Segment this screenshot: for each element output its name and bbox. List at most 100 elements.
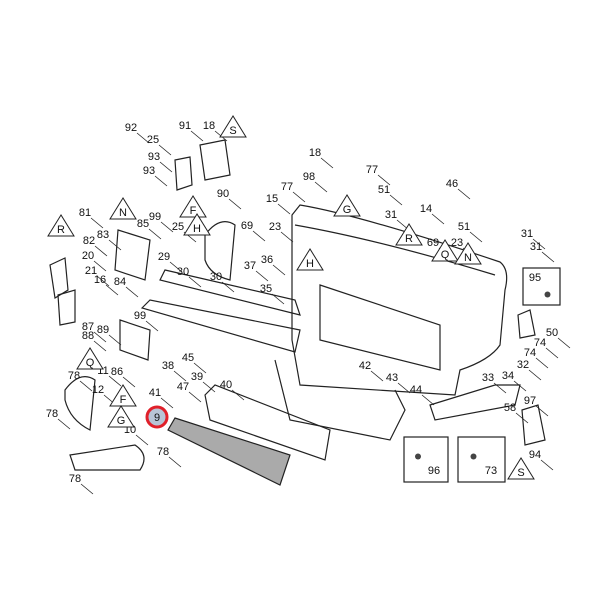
callout-23[interactable]: 23	[269, 221, 281, 233]
callout-78[interactable]: 78	[157, 446, 169, 458]
leader-line	[397, 382, 411, 394]
grille-front-frame	[274, 359, 406, 441]
triangle-R[interactable]: R	[47, 214, 75, 237]
leader-line	[148, 228, 162, 240]
callout-51[interactable]: 51	[458, 221, 470, 233]
callout-45[interactable]: 45	[182, 352, 194, 364]
callout-38[interactable]: 38	[162, 360, 174, 372]
triangle-H[interactable]: H	[296, 248, 324, 271]
callout-77[interactable]: 77	[366, 164, 378, 176]
callout-21[interactable]: 21	[85, 265, 97, 277]
callout-91[interactable]: 91	[179, 120, 191, 132]
callout-50[interactable]: 50	[546, 327, 558, 339]
callout-11[interactable]: 11	[97, 365, 108, 377]
callout-31[interactable]: 31	[385, 209, 397, 221]
callout-37[interactable]: 37	[244, 260, 256, 272]
triangle-H[interactable]: H	[183, 213, 211, 236]
callout-77[interactable]: 77	[281, 181, 293, 193]
callout-94[interactable]: 94	[529, 449, 541, 461]
callout-98[interactable]: 98	[303, 171, 315, 183]
callout-40[interactable]: 40	[220, 379, 232, 391]
callout-86[interactable]: 86	[111, 366, 123, 378]
callout-58[interactable]: 58	[504, 402, 516, 414]
callout-88[interactable]: 88	[82, 330, 94, 342]
callout-69[interactable]: 69	[427, 237, 439, 249]
callout-43[interactable]: 43	[386, 372, 398, 384]
triangle-F[interactable]: F	[179, 195, 207, 218]
callout-14[interactable]: 14	[420, 203, 432, 215]
leader-line	[193, 362, 207, 374]
triangle-Q[interactable]: Q	[431, 239, 459, 262]
callout-78[interactable]: 78	[46, 408, 58, 420]
left-bracket	[49, 257, 69, 299]
callout-42[interactable]: 42	[359, 360, 371, 372]
triangle-G[interactable]: G	[333, 194, 361, 217]
callout-82[interactable]: 82	[83, 235, 95, 247]
callout-30[interactable]: 30	[177, 266, 189, 278]
boxed-part-96[interactable]: 96	[403, 436, 449, 483]
highlighted-callout[interactable]: 9	[145, 405, 169, 429]
callout-25[interactable]: 25	[172, 221, 184, 233]
callout-99[interactable]: 99	[149, 211, 161, 223]
callout-41[interactable]: 41	[149, 387, 161, 399]
callout-32[interactable]: 32	[517, 359, 529, 371]
callout-30[interactable]: 30	[210, 271, 222, 283]
boxed-part-73[interactable]: 73	[457, 436, 506, 483]
callout-29[interactable]: 29	[158, 251, 170, 263]
callout-90[interactable]: 90	[217, 188, 229, 200]
callout-18[interactable]: 18	[309, 147, 321, 159]
callout-20[interactable]: 20	[82, 250, 94, 262]
callout-12[interactable]: 12	[92, 384, 104, 396]
callout-83[interactable]: 83	[97, 229, 109, 241]
callout-78[interactable]: 78	[68, 370, 80, 382]
callout-51[interactable]: 51	[378, 184, 390, 196]
triangle-label: Q	[86, 357, 95, 369]
leader-line	[96, 275, 110, 287]
callout-23[interactable]: 23	[451, 237, 463, 249]
leader-line	[135, 434, 149, 446]
callout-87[interactable]: 87	[82, 321, 94, 333]
callout-47[interactable]: 47	[177, 381, 189, 393]
callout-15[interactable]: 15	[266, 193, 278, 205]
part-box	[457, 436, 506, 483]
callout-69[interactable]: 69	[241, 220, 253, 232]
triangle-R[interactable]: R	[395, 223, 423, 246]
callout-89[interactable]: 89	[97, 324, 109, 336]
leader-line	[173, 370, 187, 382]
triangle-S[interactable]: S	[219, 115, 247, 138]
callout-31[interactable]: 31	[521, 228, 533, 240]
callout-33[interactable]: 33	[482, 372, 494, 384]
callout-93[interactable]: 93	[148, 151, 160, 163]
callout-78[interactable]: 78	[69, 473, 81, 485]
callout-74[interactable]: 74	[534, 337, 546, 349]
callout-93[interactable]: 93	[143, 165, 155, 177]
callout-99[interactable]: 99	[134, 310, 146, 322]
triangle-Q[interactable]: Q	[76, 347, 104, 370]
triangle-G[interactable]: G	[107, 405, 135, 428]
leader-line	[188, 391, 202, 403]
callout-97[interactable]: 97	[524, 395, 536, 407]
callout-39[interactable]: 39	[191, 371, 203, 383]
triangle-S[interactable]: S	[507, 457, 535, 480]
callout-25[interactable]: 25	[147, 134, 159, 146]
callout-16[interactable]: 16	[94, 274, 106, 286]
triangle-N[interactable]: N	[454, 242, 482, 265]
callout-36[interactable]: 36	[261, 254, 273, 266]
callout-31[interactable]: 31	[530, 241, 542, 253]
callout-34[interactable]: 34	[502, 370, 514, 382]
leader-line	[80, 483, 94, 495]
callout-84[interactable]: 84	[114, 276, 126, 288]
callout-44[interactable]: 44	[410, 384, 422, 396]
triangle-N[interactable]: N	[109, 197, 137, 220]
callout-46[interactable]: 46	[446, 178, 458, 190]
triangle-label: N	[119, 207, 127, 219]
callout-35[interactable]: 35	[260, 283, 272, 295]
callout-74[interactable]: 74	[524, 347, 536, 359]
callout-18[interactable]: 18	[203, 120, 215, 132]
triangle-F[interactable]: F	[109, 384, 137, 407]
callout-92[interactable]: 92	[125, 122, 137, 134]
boxed-part-95[interactable]: 95	[522, 267, 561, 306]
callout-85[interactable]: 85	[137, 218, 149, 230]
leader-line	[160, 397, 174, 409]
callout-81[interactable]: 81	[79, 207, 91, 219]
